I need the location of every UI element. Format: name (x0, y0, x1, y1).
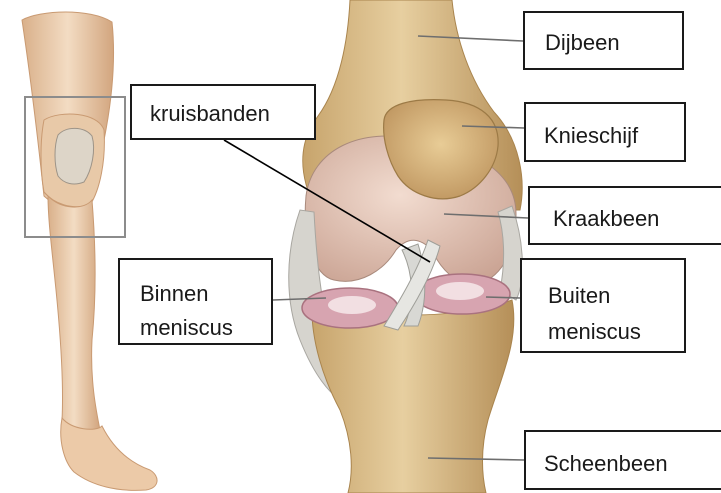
label-kruisbanden-text: kruisbanden (150, 98, 314, 130)
leader-buiten-meniscus (486, 297, 520, 298)
label-dijbeen: Dijbeen (523, 11, 684, 70)
label-buiten-meniscus: Buiten meniscus (520, 258, 686, 353)
leg-knee-bones (55, 128, 94, 184)
label-binnen-meniscus: Binnen meniscus (118, 258, 273, 345)
label-buiten-meniscus-line1: Buiten (548, 278, 684, 314)
knee-detail (289, 0, 523, 493)
tibia (312, 300, 514, 493)
label-buiten-meniscus-line2: meniscus (548, 314, 684, 350)
leg-foot (61, 418, 157, 490)
label-binnen-meniscus-line1: Binnen (140, 277, 271, 311)
lateral-meniscus-center (436, 282, 484, 300)
label-kraakbeen: Kraakbeen (528, 186, 721, 245)
label-dijbeen-text: Dijbeen (545, 27, 682, 59)
label-scheenbeen-text: Scheenbeen (544, 448, 721, 480)
label-kruisbanden: kruisbanden (130, 84, 316, 140)
label-knieschijf: Knieschijf (524, 102, 686, 162)
medial-meniscus-center (328, 296, 376, 314)
label-kraakbeen-text: Kraakbeen (553, 203, 721, 235)
leg-shin (48, 196, 100, 433)
label-binnen-meniscus-line2: meniscus (140, 311, 271, 345)
label-scheenbeen: Scheenbeen (524, 430, 721, 490)
label-knieschijf-text: Knieschijf (544, 120, 684, 152)
